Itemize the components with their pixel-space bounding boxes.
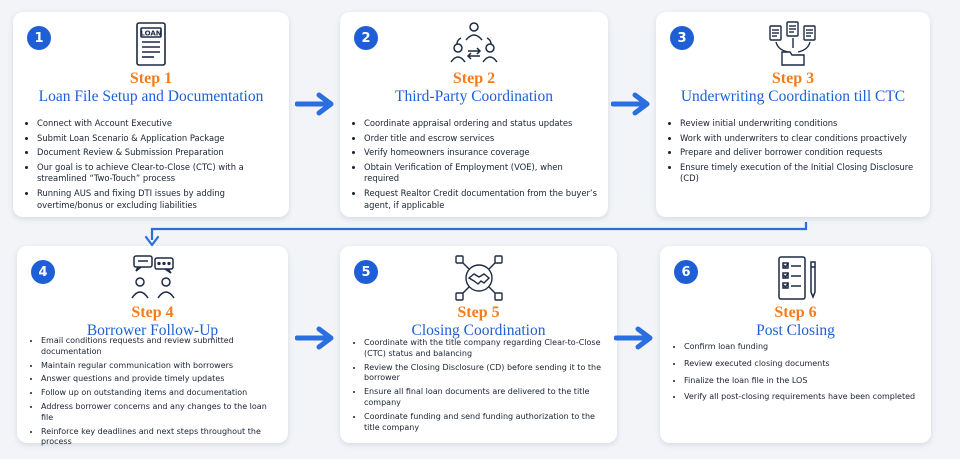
list-item: Review initial underwriting conditions [680,118,920,130]
step-card-4: 4 Step 4 Borrower Follow-Up Email condit… [17,246,288,446]
list-item: Prepare and deliver borrower condition r… [680,147,920,159]
list-item: Document Review & Submission Preparation [37,147,279,159]
list-item: Reinforce key deadlines and next steps t… [41,427,278,449]
list-item: Finalize the loan file in the LOS [684,376,921,387]
step-label: Step 1 [129,70,173,87]
step-label: Step 3 [771,70,815,87]
arrow-right-icon [611,92,650,116]
arrow-right-icon [295,92,334,116]
list-item: Answer questions and provide timely upda… [41,374,278,385]
step-number-badge: 1 [27,26,51,50]
list-item: Request Realtor Credit documentation fro… [364,188,598,211]
list-item: Running AUS and fixing DTI issues by add… [37,188,279,211]
step-card-6: 6 Step 6 Post Closing Confirm loan fundi… [660,246,931,443]
step-card-5: 5 Step 5 Closing Coordination Coordinate… [340,246,617,443]
list-item: Maintain regular communication with borr… [41,361,278,372]
loan-icon-text: LOAN [140,30,161,38]
step-items: Review initial underwriting conditions W… [668,118,920,188]
step-number-badge: 3 [670,26,694,50]
step-number-badge: 6 [674,260,698,284]
step-title: Post Closing [756,322,835,339]
list-item: Coordinate appraisal ordering and status… [364,118,598,130]
checklist-icon [771,254,821,302]
list-item: Order title and escrow services [364,133,598,145]
conversation-icon [128,254,178,302]
list-item: Coordinate with the title company regard… [364,338,607,360]
step-items: Confirm loan funding Review executed clo… [672,342,921,406]
list-item: Obtain Verification of Employment (VOE),… [364,162,598,185]
list-item: Address borrower concerns and any change… [41,402,278,424]
step-label: Step 2 [452,70,496,87]
step-label: Step 4 [131,304,174,321]
list-item: Our goal is to achieve Clear-to-Close (C… [37,162,279,185]
step-items: Connect with Account Executive Submit Lo… [25,118,279,214]
list-item: Follow up on outstanding items and docum… [41,388,278,399]
list-item: Connect with Account Executive [37,118,279,130]
list-item: Email conditions requests and review sub… [41,336,278,358]
list-item: Verify all post-closing requirements hav… [684,392,921,403]
documents-folder-icon [768,20,818,68]
step-card-2: 2 Step 2 Third-Party Coordination Coordi… [340,12,608,217]
people-coordination-icon [449,20,499,68]
list-item: Submit Loan Scenario & Application Packa… [37,133,279,145]
step-items: Coordinate appraisal ordering and status… [352,118,598,214]
step-items: Coordinate with the title company regard… [352,338,607,436]
list-item: Work with underwriters to clear conditio… [680,133,920,145]
list-item: Review executed closing documents [684,359,921,370]
list-item: Verify homeowners insurance coverage [364,147,598,159]
step-card-3: 3 Step 3 Underwriting Coordination till … [656,12,930,217]
loan-document-icon: LOAN [126,20,176,68]
step-number-badge: 4 [31,260,55,284]
step-label: Step 5 [457,304,500,321]
step-title: Underwriting Coordination till CTC [680,88,906,105]
step-card-1: 1 LOAN Step 1 Loan File Setup and Docume… [13,12,289,217]
step-title: Third-Party Coordination [395,88,553,105]
arrow-right-icon [295,326,334,350]
step-number-badge: 2 [354,26,378,50]
step-label: Step 6 [774,304,817,321]
step-title: Closing Coordination [411,322,546,339]
list-item: Confirm loan funding [684,342,921,353]
list-item: Ensure timely execution of the Initial C… [680,162,920,185]
list-item: Ensure all final loan documents are deli… [364,387,607,409]
connector-arrow-icon [144,222,808,247]
arrow-right-icon [614,326,653,350]
list-item: Review the Closing Disclosure (CD) befor… [364,363,607,385]
handshake-network-icon [454,254,504,302]
step-title: Borrower Follow-Up [86,322,219,339]
list-item: Coordinate funding and send funding auth… [364,412,607,434]
step-items: Email conditions requests and review sub… [29,336,278,451]
step-number-badge: 5 [354,260,378,284]
step-title: Loan File Setup and Documentation [38,88,264,105]
